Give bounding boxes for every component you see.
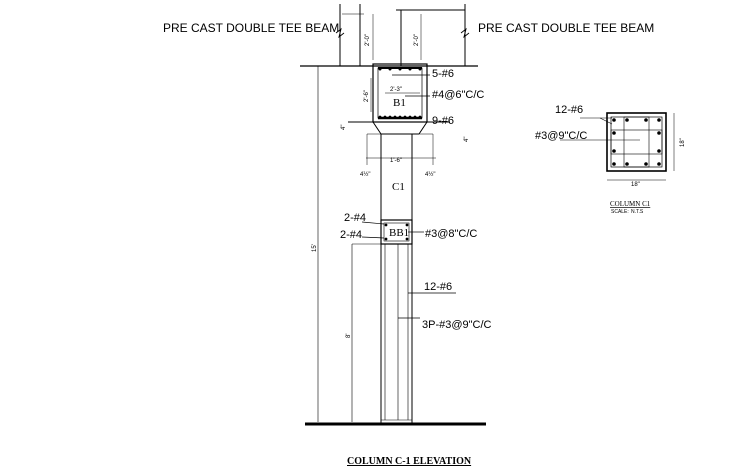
dim-total-height: 15'	[312, 244, 318, 252]
dim-column-width: 1'-6"	[390, 158, 402, 164]
precast-beam-stems	[300, 4, 478, 67]
dim-beam-right: 2'-0"	[414, 34, 420, 46]
section-tie-inner-h	[610, 129, 663, 155]
dim-right-ledge: 4"	[464, 137, 470, 142]
column-section	[560, 112, 675, 181]
bb1-stirrups-label: #3@8"C/C	[425, 228, 477, 240]
section-scale-label: SCALE:	[611, 209, 629, 215]
bottom-bars-label: 9-#6	[432, 115, 454, 127]
dim-b1-width: 2'-3"	[390, 87, 402, 93]
dim-lower-height: 8'	[346, 334, 352, 338]
column-c1-label: C1	[392, 181, 405, 193]
section-dim-bottom: 18"	[631, 182, 640, 188]
right-stem-break-mark	[460, 27, 470, 39]
stirrups-b1-label: #4@6"C/C	[432, 89, 484, 101]
dim-left-ledge: 4"	[341, 125, 347, 130]
bb1-top-leader	[361, 221, 385, 225]
beam-bb1-label: BB1	[389, 227, 409, 239]
section-bars-leader-tip	[599, 117, 613, 125]
section-ties-label: #3@9"C/C	[535, 130, 587, 142]
haunch-left-slope	[372, 121, 382, 135]
haunch-right-slope	[418, 121, 428, 135]
beam-b1-label: B1	[393, 97, 406, 109]
dim-beam-left: 2'-0"	[365, 34, 371, 46]
beam-b1-bottom-bar-dots	[378, 115, 422, 119]
section-title: COLUMN C1	[610, 200, 651, 208]
beam-b1-outline	[372, 63, 428, 123]
column-ties-label: 3P-#3@9"C/C	[422, 319, 492, 331]
dim-left-half: 4½"	[360, 171, 370, 178]
bb1-bottom-leader	[361, 236, 385, 239]
beam-bb1-leaders	[361, 221, 424, 239]
section-scale-value: N.T.S	[631, 209, 644, 215]
top-bars-label: 5-#6	[432, 68, 454, 80]
bb1-top-bars-label: 2-#4	[344, 212, 366, 224]
column-leaders	[398, 292, 456, 319]
beam-bb1-bar-dots	[384, 223, 409, 241]
section-bars-label: 12-#6	[555, 104, 583, 116]
section-tie-outer	[610, 116, 663, 168]
column-haunch	[348, 121, 450, 165]
column-c1	[380, 134, 413, 424]
section-tie-inner-v	[623, 116, 650, 168]
bb1-bottom-bars-label: 2-#4	[340, 229, 362, 241]
section-dim-right: 18"	[680, 138, 686, 147]
beam-b1-top-bar-dots	[378, 67, 422, 71]
section-bar-dots	[612, 118, 661, 166]
elevation-title: COLUMN C-1 ELEVATION	[347, 456, 472, 467]
dim-right-half: 4½"	[425, 171, 435, 178]
beam-label-left: PRE CAST DOUBLE TEE BEAM	[163, 21, 339, 35]
beam-b1	[370, 63, 428, 123]
section-outline	[606, 112, 667, 172]
beam-label-right: PRE CAST DOUBLE TEE BEAM	[478, 21, 654, 35]
left-stem-break-mark	[335, 27, 345, 39]
beam-b1-leaders	[392, 74, 430, 123]
height-dimensions	[300, 65, 381, 422]
dim-b1-height: 2'-6"	[364, 90, 370, 102]
column-bars-label: 12-#6	[424, 281, 452, 293]
